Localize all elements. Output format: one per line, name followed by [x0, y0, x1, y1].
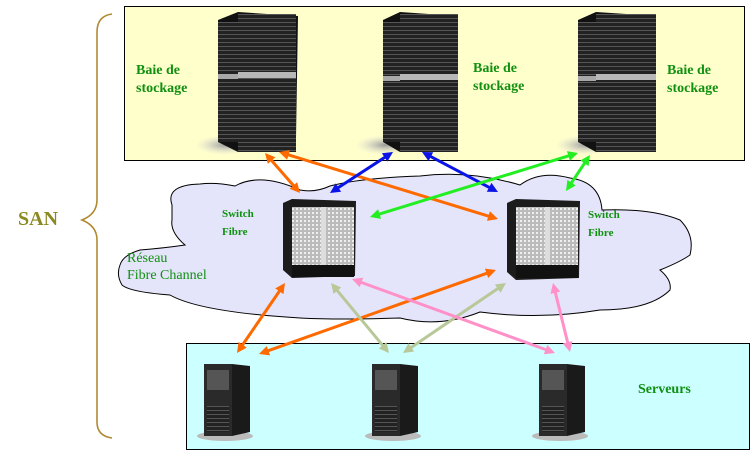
- switch-2-label-line2: Fibre: [588, 227, 614, 239]
- arrowhead: [580, 155, 590, 167]
- network-label-line2: Fibre Channel: [127, 268, 207, 283]
- storage-array-1-icon[interactable]: [195, 12, 298, 155]
- switch-1-label-line1: Switch: [222, 208, 254, 220]
- server-3-icon[interactable]: [532, 364, 588, 441]
- link-line: [359, 280, 548, 352]
- switch-2-label: Switch Fibre: [588, 206, 620, 242]
- arrowhead: [352, 277, 364, 288]
- link-line: [335, 155, 388, 190]
- storage-array-1-label-line2: stockage: [136, 81, 188, 96]
- storage-array-3-label-line2: stockage: [667, 81, 719, 96]
- link-line: [334, 288, 386, 348]
- link-switch-2-server-2[interactable]: [403, 283, 506, 353]
- arrowhead: [265, 153, 276, 164]
- arrowhead: [381, 152, 393, 162]
- switch-1-label-line2: Fibre: [222, 226, 248, 238]
- storage-array-2-label-line2: stockage: [473, 79, 525, 94]
- arrowhead: [486, 211, 498, 221]
- storage-array-3-label: Baie de stockage: [667, 62, 718, 98]
- arrowhead: [566, 179, 576, 191]
- arrowhead: [494, 283, 506, 293]
- link-storage-2-switch-1[interactable]: [330, 152, 393, 193]
- storage-array-2-icon[interactable]: [355, 12, 458, 155]
- link-storage-3-switch-1[interactable]: [370, 151, 578, 219]
- arrowhead: [331, 283, 342, 294]
- san-brace: [79, 13, 113, 439]
- network-label: Réseau Fibre Channel: [127, 250, 207, 284]
- server-1-icon[interactable]: [197, 364, 253, 441]
- link-line: [269, 158, 296, 188]
- storage-array-3-label-line1: Baie de: [667, 63, 711, 78]
- arrowhead: [562, 341, 573, 352]
- storage-array-2-label: Baie de stockage: [473, 60, 524, 96]
- arrowhead: [422, 152, 434, 162]
- link-storage-2-switch-2[interactable]: [422, 152, 498, 192]
- link-storage-1-switch-1[interactable]: [265, 153, 300, 193]
- arrowhead: [275, 283, 285, 295]
- arrowhead: [484, 268, 496, 279]
- storage-array-2-label-line1: Baie de: [473, 61, 517, 76]
- arrowhead: [566, 151, 578, 161]
- arrowhead: [237, 341, 247, 353]
- arrowhead: [543, 344, 555, 355]
- link-storage-3-switch-2[interactable]: [566, 155, 590, 191]
- network-label-line1: Réseau: [127, 251, 168, 266]
- link-line: [240, 288, 282, 348]
- arrowhead: [378, 342, 389, 353]
- link-line: [286, 152, 491, 219]
- arrowhead: [550, 283, 561, 294]
- link-switch-1-server-3[interactable]: [352, 277, 555, 355]
- fibre-switch-1-icon[interactable]: [283, 199, 356, 278]
- arrowhead: [330, 183, 342, 193]
- storage-array-1-label: Baie de stockage: [136, 62, 187, 98]
- link-switch-1-server-2[interactable]: [331, 283, 389, 353]
- link-switch-2-server-3[interactable]: [550, 283, 573, 352]
- link-line: [553, 290, 570, 345]
- san-label: SAN: [18, 208, 59, 230]
- link-line: [569, 160, 587, 186]
- link-line: [408, 286, 501, 350]
- storage-array-1-label-line1: Baie de: [136, 63, 180, 78]
- arrowhead: [403, 343, 415, 353]
- arrowhead: [259, 345, 271, 356]
- link-storage-1-switch-2[interactable]: [279, 150, 498, 221]
- fibre-switch-2-icon[interactable]: [507, 199, 580, 280]
- server-2-icon[interactable]: [365, 364, 421, 441]
- link-line: [266, 271, 489, 353]
- switch-1-label: Switch Fibre: [222, 205, 254, 241]
- link-switch-2-server-1[interactable]: [259, 268, 496, 356]
- arrowhead: [289, 182, 300, 193]
- servers-label: Serveurs: [638, 382, 691, 397]
- arrowhead: [279, 150, 291, 160]
- server-panel: [186, 343, 750, 450]
- arrowhead: [370, 209, 382, 219]
- link-line: [377, 153, 571, 217]
- switch-2-label-line1: Switch: [588, 209, 620, 221]
- storage-array-3-icon[interactable]: [555, 12, 656, 155]
- link-switch-1-server-1[interactable]: [237, 283, 285, 353]
- arrowhead: [486, 182, 498, 192]
